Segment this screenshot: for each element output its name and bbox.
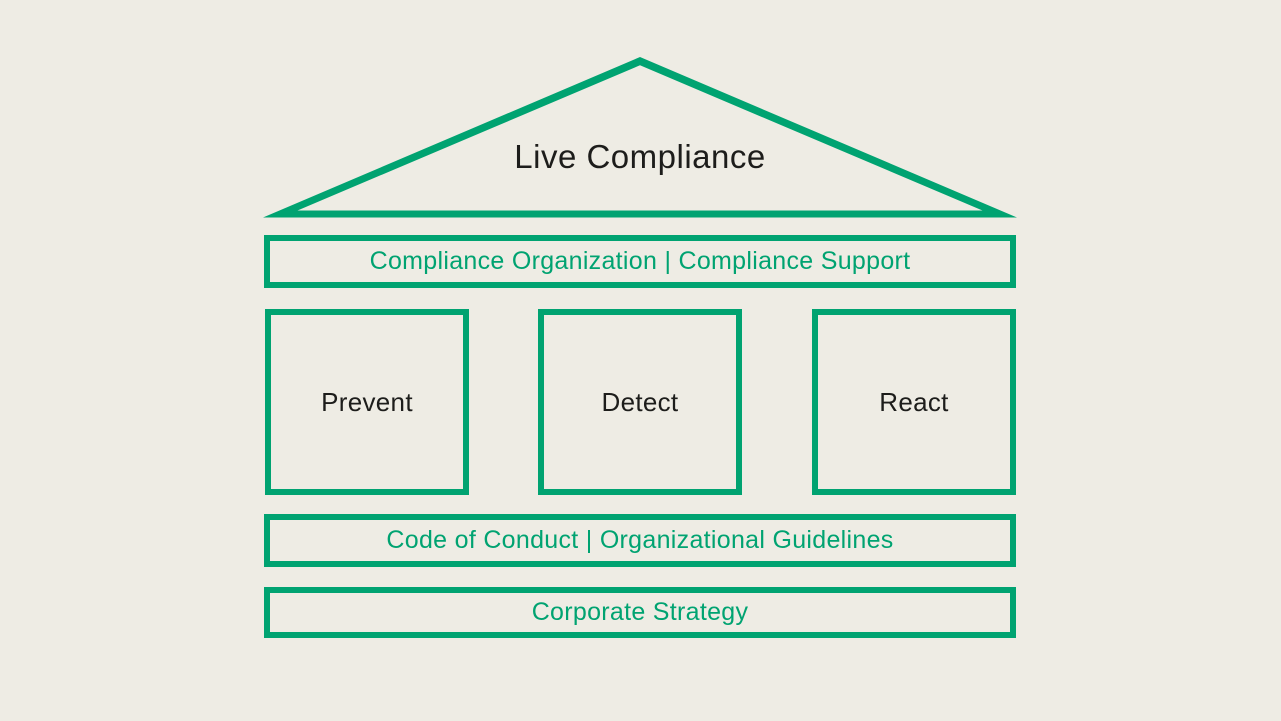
pillar-detect-label: Detect <box>601 386 679 417</box>
code-of-conduct-bar: Code of Conduct | Organizational Guideli… <box>264 514 1016 567</box>
corporate-strategy-bar-label: Corporate Strategy <box>531 598 749 626</box>
corporate-strategy-bar: Corporate Strategy <box>264 587 1016 638</box>
pillar-react: React <box>812 309 1016 495</box>
roof-title: Live Compliance <box>514 138 766 175</box>
pillar-prevent: Prevent <box>265 309 469 495</box>
pillar-react-label: React <box>879 386 949 417</box>
pillar-detect: Detect <box>538 309 742 495</box>
compliance-organization-bar-label: Compliance Organization | Compliance Sup… <box>369 247 911 275</box>
compliance-organization-bar: Compliance Organization | Compliance Sup… <box>264 235 1016 288</box>
pillar-prevent-label: Prevent <box>321 386 413 417</box>
code-of-conduct-bar-label: Code of Conduct | Organizational Guideli… <box>386 526 894 554</box>
